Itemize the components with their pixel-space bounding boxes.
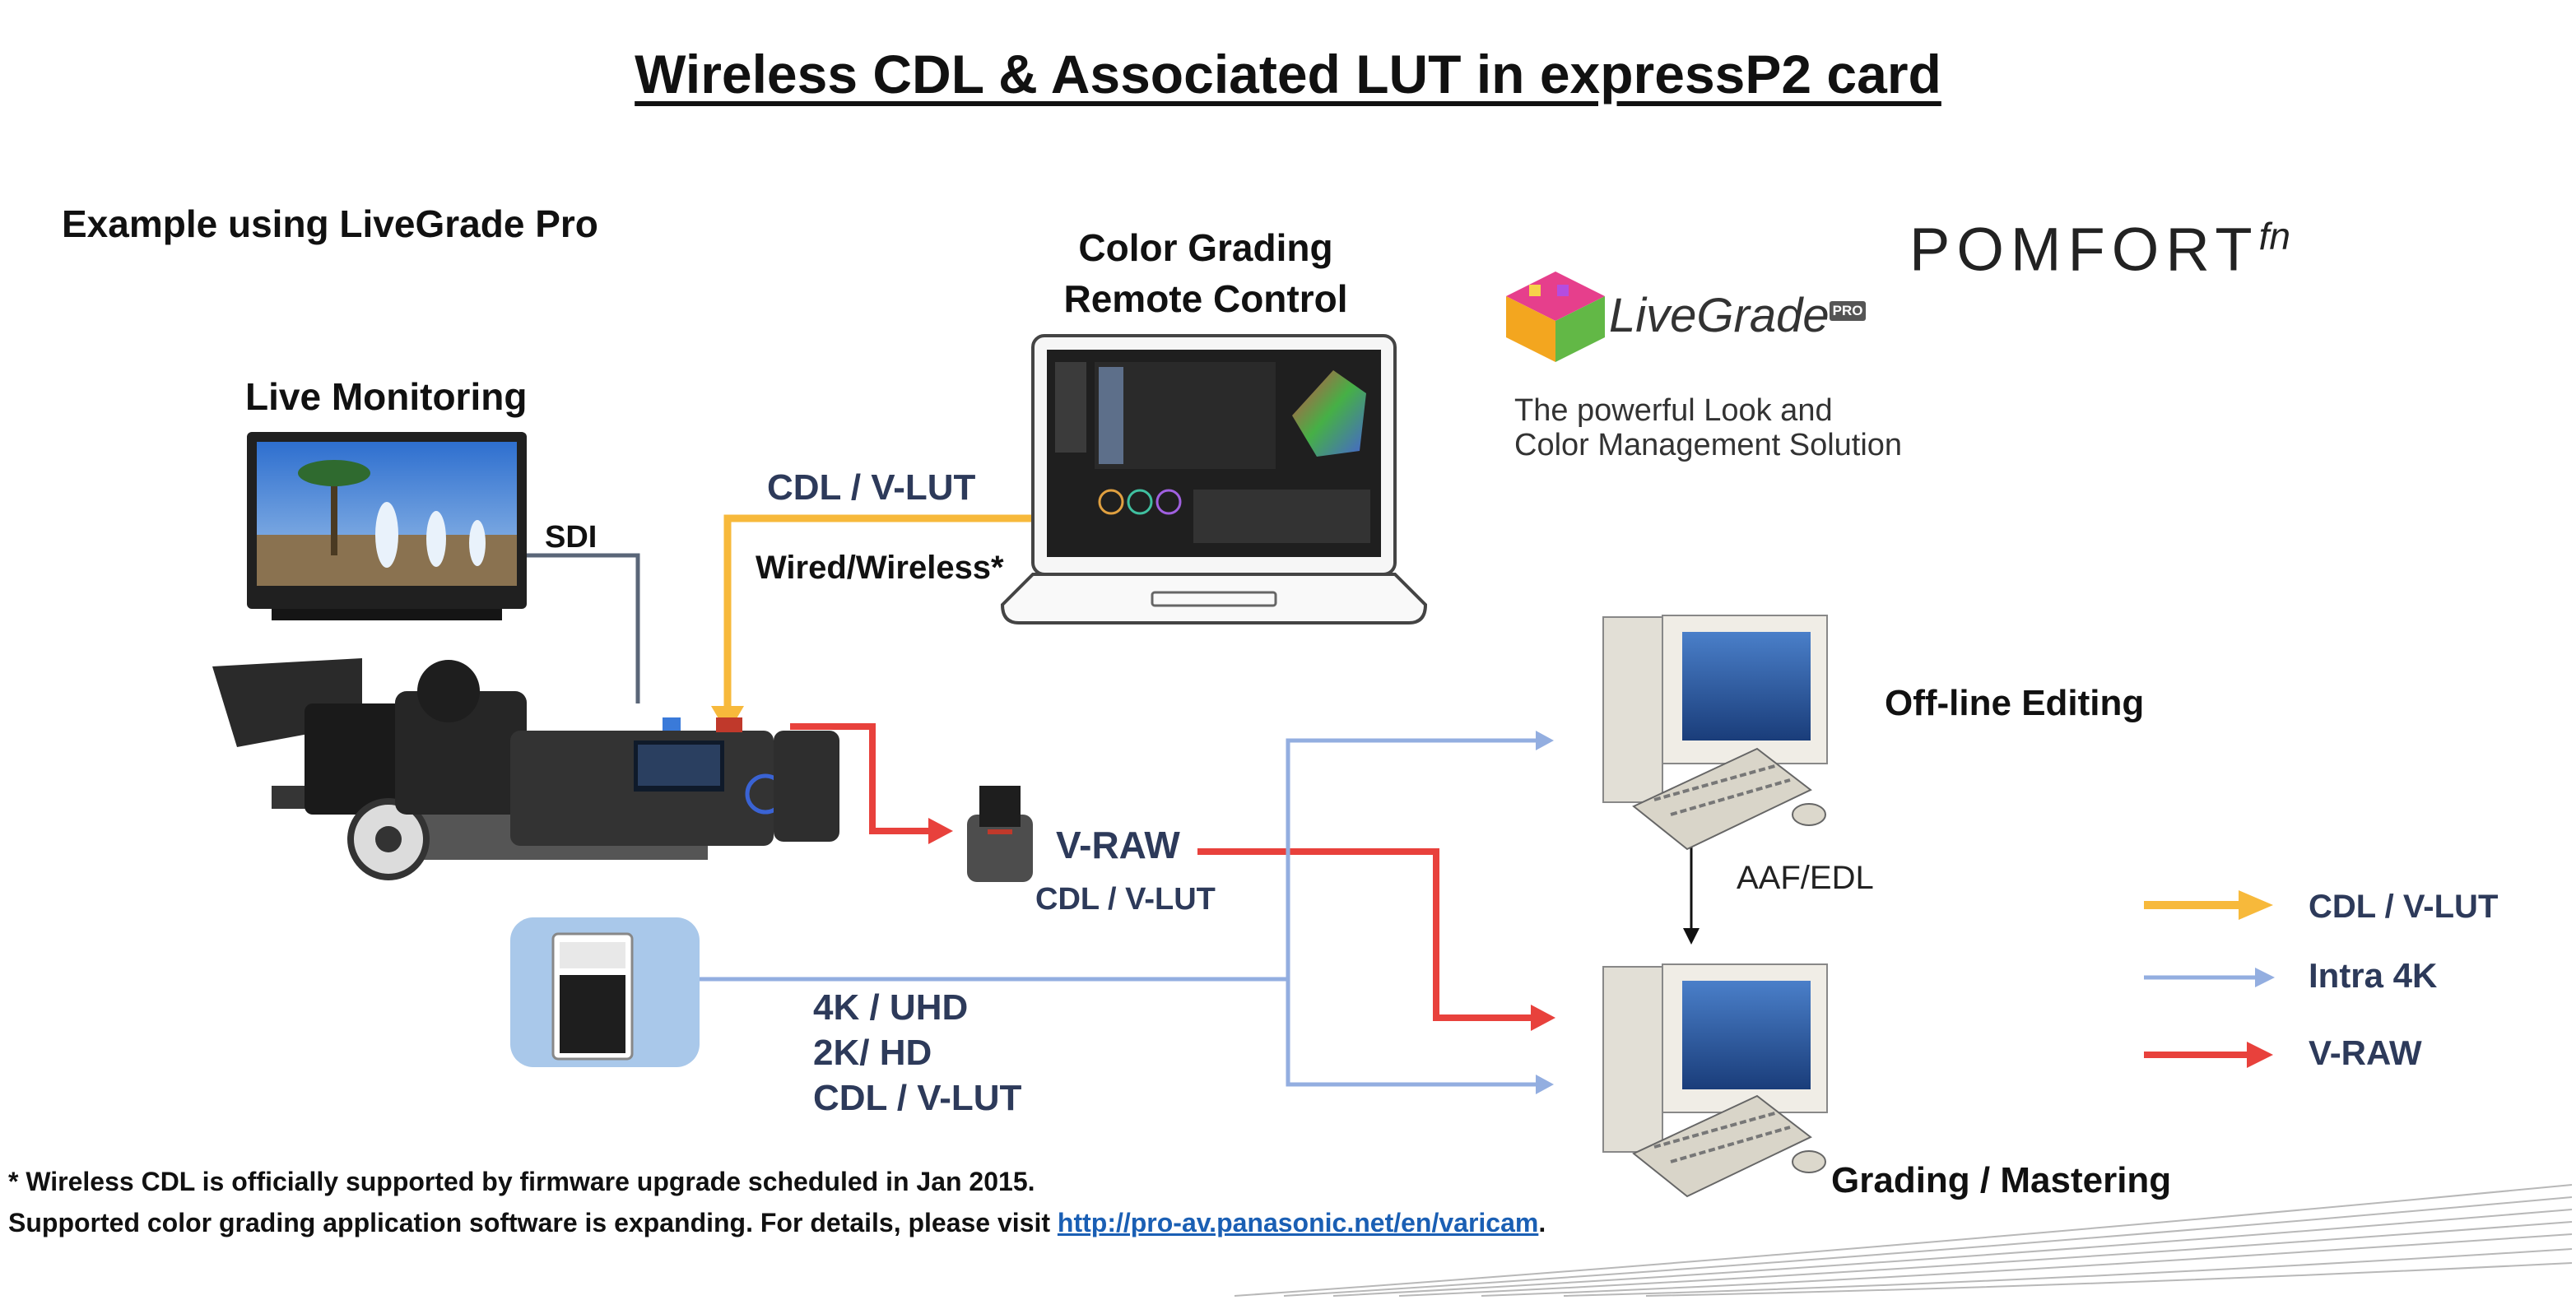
card-format-4k-uhd: 4K / UHD — [813, 987, 969, 1028]
expressp2-card-image — [510, 917, 700, 1067]
footnote-line-2: Supported color grading application soft… — [8, 1208, 1546, 1237]
legend-arrow-cdl-vlut — [2144, 890, 2273, 920]
decorative-swoosh-lines — [1234, 1184, 2573, 1297]
live-monitoring-heading: Live Monitoring — [245, 375, 528, 418]
legend-label-vraw: V-RAW — [2309, 1033, 2422, 1072]
camera-image — [212, 658, 839, 880]
aaf-edl-arrow — [1683, 838, 1700, 945]
offline-editing-pc-image — [1602, 615, 1828, 851]
legend-label-intra4k: Intra 4K — [2309, 956, 2438, 995]
aaf-edl-label: AAF/EDL — [1737, 860, 1874, 896]
vraw-sub-label: CDL / V-LUT — [1035, 882, 1216, 917]
vraw-grading-connection — [1197, 848, 1555, 1031]
legend-arrow-vraw — [2144, 1042, 2273, 1068]
legend-arrow-intra4k — [2144, 968, 2275, 987]
card-recorder-image — [967, 786, 1033, 882]
livegrade-tagline: The powerful Look and Color Management S… — [1514, 393, 1903, 462]
subtitle: Example using LiveGrade Pro — [62, 202, 598, 245]
vraw-camera-connection — [790, 723, 953, 844]
livegrade-cube-icon — [1506, 272, 1605, 362]
card-format-2k-hd: 2K/ HD — [813, 1033, 932, 1073]
sdi-label: SDI — [545, 520, 598, 555]
offline-editing-label: Off-line Editing — [1885, 683, 2145, 723]
grading-pc-image — [1602, 963, 1828, 1198]
remote-control-heading: Color Grading Remote Control — [1063, 226, 1348, 320]
laptop-image — [1000, 334, 1428, 624]
live-monitor-image — [247, 432, 527, 620]
footnote-line-1: * Wireless CDL is officially supported b… — [8, 1167, 1035, 1196]
cdl-vlut-label: CDL / V-LUT — [767, 467, 976, 508]
card-format-cdl-vlut: CDL / V-LUT — [813, 1078, 1022, 1118]
page-title: Wireless CDL & Associated LUT in express… — [635, 44, 1941, 104]
legend-label-cdl-vlut: CDL / V-LUT — [2309, 889, 2499, 925]
pomfort-suffix: fn — [2258, 215, 2291, 258]
varicam-link[interactable]: http://pro-av.panasonic.net/en/varicam — [1057, 1208, 1539, 1237]
wired-wireless-label: Wired/Wireless* — [756, 550, 1004, 586]
vraw-label: V-RAW — [1056, 824, 1180, 866]
pro-badge: PRO — [1829, 300, 1867, 321]
sdi-connector-line — [527, 553, 640, 703]
intra4k-connection — [700, 731, 1554, 1094]
grading-mastering-label: Grading / Mastering — [1831, 1160, 2172, 1200]
pomfort-logo: POMFORTfn — [1909, 215, 2291, 284]
